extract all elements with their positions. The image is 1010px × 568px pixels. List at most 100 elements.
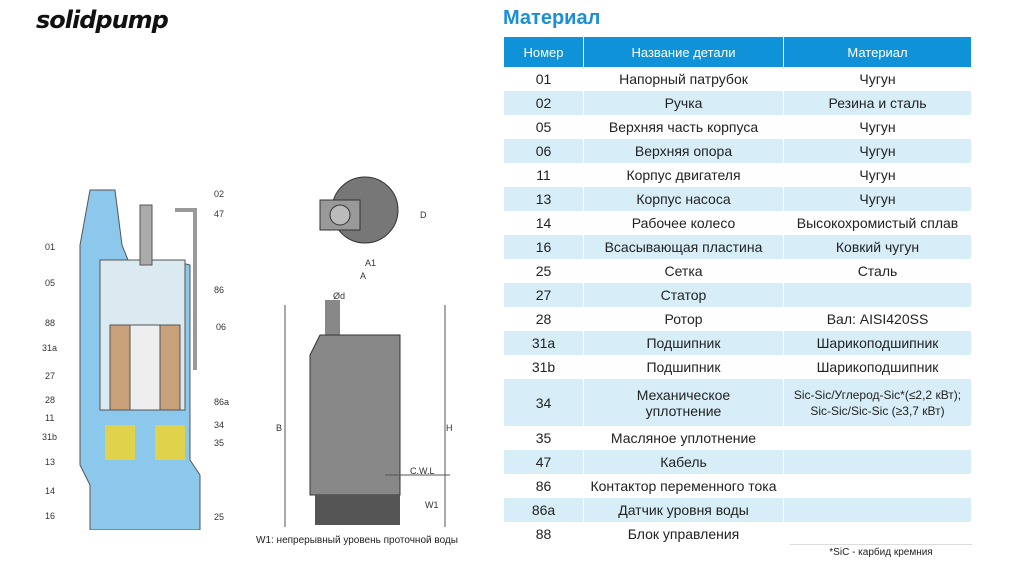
part-material: Чугун — [859, 119, 896, 135]
part-material — [784, 522, 971, 546]
dim-b: B — [276, 423, 283, 433]
label: 01 — [45, 242, 56, 252]
dim-a: A — [360, 271, 367, 281]
label: 06 — [216, 322, 227, 332]
footnote: *SiC - карбид кремния — [790, 544, 972, 558]
table-row: 01 Напорный патрубок Чугун — [504, 67, 971, 91]
label: 02 — [214, 189, 225, 199]
part-number: 02 — [504, 91, 583, 115]
part-name: Датчик уровня воды — [584, 498, 783, 522]
table-row: 05 Верхняя часть корпуса Чугун — [504, 115, 971, 139]
header-part-name: Название детали — [584, 37, 783, 67]
table-row: 28 Ротор Вал: AISI420SS — [504, 307, 971, 331]
part-material — [784, 283, 971, 307]
dim-h: H — [446, 423, 453, 433]
part-name: Ручка — [584, 91, 783, 115]
part-name: Напорный патрубок — [619, 71, 748, 87]
part-material: Вал: AISI420SS — [826, 311, 929, 327]
dim-d: D — [420, 210, 427, 220]
table-row: 86 Контактор переменного тока — [504, 474, 971, 498]
part-material: Чугун — [859, 71, 896, 87]
part-name: Всасывающая пластина — [584, 235, 783, 259]
part-name: Рабочее колесо — [631, 215, 736, 231]
header-number: Номер — [504, 37, 583, 67]
label: 35 — [214, 438, 225, 448]
table-row: 11 Корпус двигателя Чугун — [504, 163, 971, 187]
part-number: 13 — [504, 187, 583, 211]
part-name: Подшипник — [584, 331, 783, 355]
pump-top-view — [319, 176, 399, 244]
table-row: 25 Сетка Сталь — [504, 259, 971, 283]
label: 14 — [45, 486, 56, 496]
part-material: Сталь — [857, 263, 898, 279]
part-number: 11 — [536, 167, 551, 183]
part-number: 14 — [535, 215, 552, 231]
part-number: 86 — [535, 478, 552, 494]
part-number: 05 — [535, 119, 552, 135]
part-material: Sic-Sic/Углерод-Sic*(≤2,2 кВт); Sic-Sic/… — [784, 379, 971, 426]
label: 28 — [45, 395, 56, 405]
part-material: Ковкий чугун — [784, 235, 971, 259]
part-material: Шарикоподшипник — [816, 359, 939, 375]
table-row: 14 Рабочее колесо Высокохромистый сплав — [504, 211, 971, 235]
part-number: 86a — [504, 498, 583, 522]
header-material: Материал — [784, 37, 971, 67]
part-material: Чугун — [784, 139, 971, 163]
materials-table: Номер Название детали Материал 01 Напорны… — [503, 37, 972, 546]
part-name: Корпус насоса — [584, 187, 783, 211]
label: 05 — [45, 278, 56, 288]
part-number: 34 — [504, 379, 583, 426]
label: 25 — [214, 512, 225, 522]
part-number: 88 — [535, 526, 552, 542]
label: 31a — [42, 343, 58, 353]
part-material: Чугун — [784, 187, 971, 211]
part-name: Корпус двигателя — [626, 167, 741, 183]
label: 88 — [45, 318, 56, 328]
part-material: Высокохромистый сплав — [796, 215, 959, 231]
part-material — [784, 498, 971, 522]
part-number: 35 — [535, 430, 552, 446]
dim-od: Ød — [333, 291, 346, 301]
part-number: 31b — [531, 359, 556, 375]
part-number: 16 — [504, 235, 583, 259]
table-row: 35 Масляное уплотнение — [504, 426, 971, 450]
part-name: Верхняя часть корпуса — [608, 119, 759, 135]
water-level-caption: W1: непрерывный уровень проточной воды — [256, 535, 458, 546]
part-number: 01 — [535, 71, 552, 87]
dim-w1: W1 — [425, 500, 439, 510]
pump-side-view — [284, 300, 450, 527]
label: 13 — [45, 457, 56, 467]
page-title: Материал — [503, 7, 601, 29]
part-name: Верхняя опора — [584, 139, 783, 163]
label: 34 — [214, 420, 225, 430]
part-name: Ротор — [664, 311, 703, 327]
label: 86a — [214, 397, 230, 407]
part-number: 25 — [535, 263, 552, 279]
part-name: Статор — [584, 283, 783, 307]
part-number: 27 — [504, 283, 583, 307]
part-material — [784, 426, 971, 450]
label: 86 — [214, 285, 225, 295]
part-number: 28 — [535, 311, 552, 327]
part-name: Контактор переменного тока — [590, 478, 777, 494]
label: 31b — [42, 432, 58, 442]
brand-logo: solidpump — [36, 6, 169, 34]
part-material: Чугун — [859, 167, 896, 183]
label: 27 — [45, 371, 56, 381]
part-number: 31a — [504, 331, 583, 355]
part-name: Масляное уплотнение — [610, 430, 757, 446]
part-name: Сетка — [664, 263, 703, 279]
part-material: Шарикоподшипник — [784, 331, 971, 355]
label: 11 — [45, 413, 55, 423]
part-number: 47 — [504, 450, 583, 474]
part-name: Кабель — [584, 450, 783, 474]
